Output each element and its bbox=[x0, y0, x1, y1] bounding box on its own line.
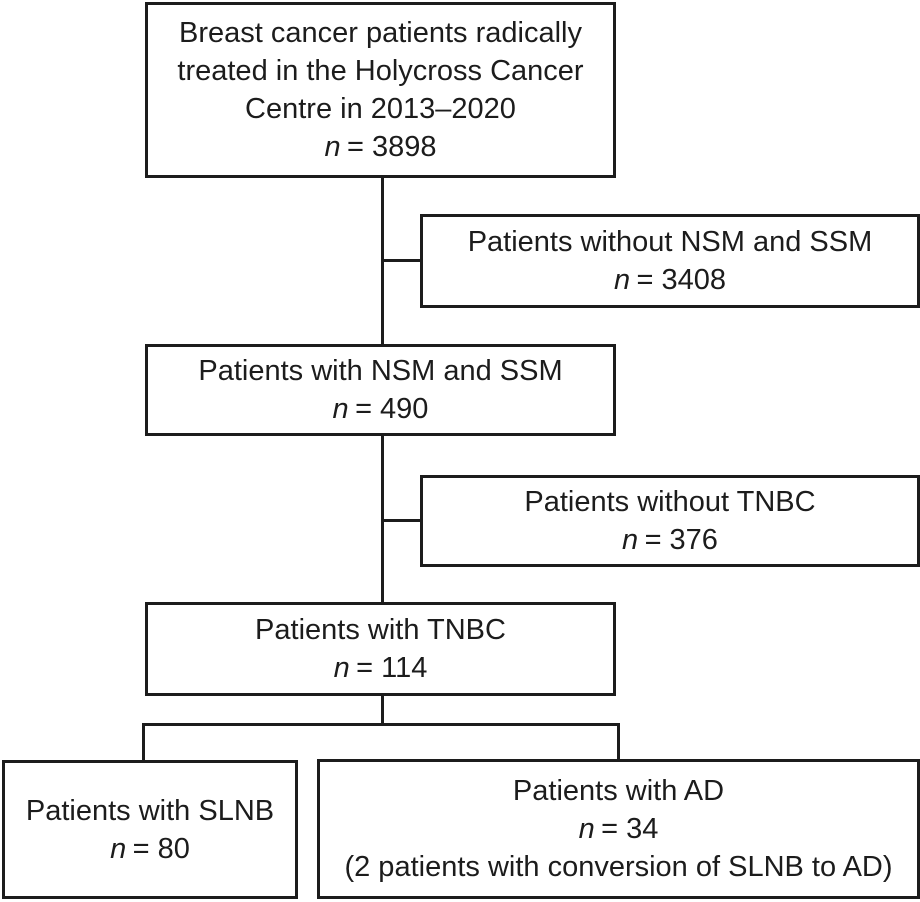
box-text-line: treated in the Holycross Cancer bbox=[177, 55, 584, 87]
flow-box-without-tnbc: Patients without TNBC n= 376 bbox=[420, 475, 920, 567]
n-number: = 490 bbox=[355, 393, 429, 425]
flow-box-ad: Patients with AD n= 34 (2 patients with … bbox=[317, 759, 920, 899]
n-symbol: n bbox=[332, 393, 349, 425]
n-count: n= 34 bbox=[579, 810, 659, 848]
box-text-line: Patients without TNBC bbox=[524, 486, 816, 518]
connector-total-to-with-nsm bbox=[381, 178, 384, 344]
flow-box-slnb: Patients with SLNB n= 80 bbox=[2, 760, 298, 899]
n-number: = 80 bbox=[132, 832, 190, 865]
box-text-line: Patients without NSM and SSM bbox=[467, 226, 873, 258]
n-number: = 34 bbox=[601, 813, 659, 845]
connector-branch-without-nsm bbox=[383, 259, 420, 262]
box-text-line: Patients with TNBC bbox=[255, 614, 506, 646]
n-count: n= 80 bbox=[110, 830, 190, 868]
n-symbol: n bbox=[333, 652, 350, 684]
n-number: = 376 bbox=[644, 524, 718, 556]
box-text-line: Breast cancer patients radically bbox=[179, 17, 582, 49]
box-text-line: Centre in 2013–2020 bbox=[245, 93, 516, 125]
n-count: n= 490 bbox=[333, 390, 429, 428]
n-count: n= 3408 bbox=[614, 261, 726, 299]
n-number: = 114 bbox=[356, 652, 428, 684]
flow-box-with-nsm-ssm: Patients with NSM and SSM n= 490 bbox=[145, 344, 616, 436]
n-symbol: n bbox=[578, 813, 595, 845]
connector-drop-ad bbox=[617, 723, 620, 759]
n-number: = 3898 bbox=[347, 131, 437, 163]
box-note-line: (2 patients with conversion of SLNB to A… bbox=[344, 851, 893, 883]
flow-box-without-nsm-ssm: Patients without NSM and SSM n= 3408 bbox=[420, 214, 920, 308]
n-symbol: n bbox=[613, 264, 631, 296]
n-symbol: n bbox=[324, 131, 341, 163]
connector-branch-without-tnbc bbox=[383, 519, 420, 522]
n-count: n= 114 bbox=[334, 649, 428, 687]
box-text-line: Patients with NSM and SSM bbox=[198, 355, 563, 387]
connector-with-tnbc-down bbox=[381, 696, 384, 726]
box-text-line: Patients with AD bbox=[512, 775, 725, 807]
box-text-line: Patients with SLNB bbox=[25, 794, 275, 827]
n-symbol: n bbox=[622, 524, 639, 556]
n-count: n= 3898 bbox=[324, 128, 436, 166]
connector-with-nsm-to-with-tnbc bbox=[381, 436, 384, 602]
n-number: = 3408 bbox=[636, 264, 727, 296]
connector-drop-slnb bbox=[142, 723, 145, 760]
flow-box-with-tnbc: Patients with TNBC n= 114 bbox=[145, 602, 616, 696]
flow-box-total-patients: Breast cancer patients radically treated… bbox=[145, 2, 616, 178]
connector-split-horizontal bbox=[142, 723, 620, 726]
n-symbol: n bbox=[110, 832, 127, 865]
n-count: n= 376 bbox=[622, 521, 718, 559]
